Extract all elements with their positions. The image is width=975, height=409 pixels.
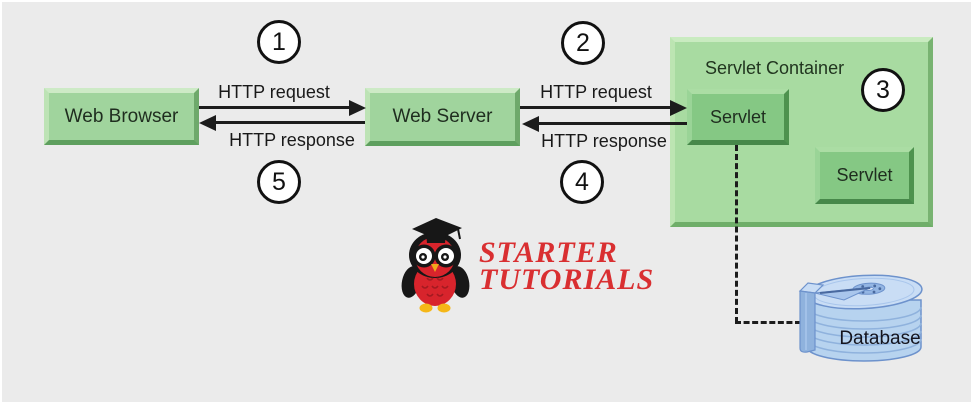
node-servlet-a: Servlet bbox=[687, 89, 789, 145]
logo-text-line1: STARTER bbox=[479, 236, 618, 269]
servlet-database-connector-vertical bbox=[735, 145, 738, 323]
web-server-label: Web Server bbox=[392, 106, 493, 127]
http-response-5-line bbox=[215, 121, 365, 124]
http-request-1-line bbox=[199, 106, 349, 109]
logo-text: STARTER TUTORIALS bbox=[479, 236, 655, 296]
step-badge-4-number: 4 bbox=[575, 167, 589, 196]
step-badge-5-number: 5 bbox=[272, 167, 286, 196]
step-badge-2-number: 2 bbox=[576, 28, 590, 57]
step-badge-3: 3 bbox=[861, 68, 905, 112]
logo-text-line2: TUTORIALS bbox=[479, 263, 655, 296]
http-response-5-arrowhead-icon bbox=[199, 115, 216, 131]
owl-graduate-icon bbox=[401, 218, 470, 313]
http-request-2-line bbox=[520, 106, 671, 109]
diagram-canvas: Web Browser Web Server Servlet Container… bbox=[2, 2, 971, 402]
http-request-2-label: HTTP request bbox=[540, 82, 652, 102]
http-request-2-arrowhead-icon bbox=[670, 100, 687, 116]
step-badge-5: 5 bbox=[257, 160, 301, 204]
web-browser-label: Web Browser bbox=[64, 105, 179, 127]
servlet-database-connector-horizontal bbox=[735, 321, 801, 324]
http-response-4-arrowhead-icon bbox=[522, 116, 539, 132]
step-badge-2: 2 bbox=[561, 21, 605, 65]
servlet-a-label: Servlet bbox=[709, 106, 767, 127]
servlet-b-label: Servlet bbox=[836, 165, 893, 185]
http-request-1-arrowhead-icon bbox=[349, 100, 366, 116]
step-badge-3-number: 3 bbox=[876, 75, 890, 104]
node-servlet-b: Servlet bbox=[815, 147, 914, 204]
node-web-server: Web Server bbox=[365, 88, 520, 146]
database-icon bbox=[798, 274, 923, 362]
http-response-5-label: HTTP response bbox=[229, 130, 355, 150]
step-badge-1-number: 1 bbox=[272, 27, 286, 56]
http-response-4-label: HTTP response bbox=[541, 131, 667, 151]
http-request-1-label: HTTP request bbox=[218, 82, 330, 102]
node-web-browser: Web Browser bbox=[44, 88, 199, 145]
database-label: Database bbox=[839, 328, 921, 349]
http-response-4-line bbox=[538, 122, 687, 125]
step-badge-1: 1 bbox=[257, 20, 301, 64]
servlet-container-label: Servlet Container bbox=[705, 58, 845, 78]
step-badge-4: 4 bbox=[560, 160, 604, 204]
node-servlet-container: Servlet Container 3 Servlet Servlet bbox=[670, 37, 933, 227]
